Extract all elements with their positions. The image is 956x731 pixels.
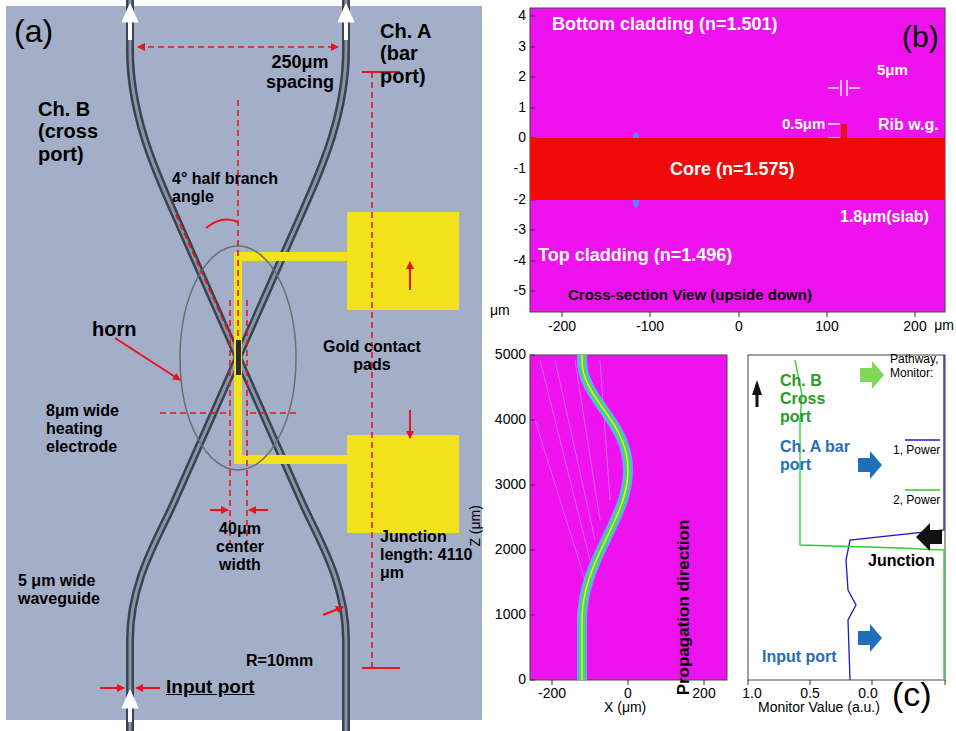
figure-label: -4 bbox=[514, 253, 526, 269]
figure-label: 100 bbox=[815, 319, 838, 335]
monitor-plot bbox=[748, 355, 945, 680]
callout-arrows bbox=[752, 361, 942, 652]
figure-label: Input port bbox=[166, 676, 255, 697]
figure-label: Ch. A bar port bbox=[780, 438, 856, 474]
figure-label: -100 bbox=[636, 319, 664, 335]
port-arrows bbox=[122, 4, 354, 722]
figure-label: 5 μm wide waveguide bbox=[18, 572, 138, 608]
figure-label: 8μm wide heating electrode bbox=[46, 402, 146, 456]
figure-label: Z (μm) bbox=[468, 505, 484, 547]
rib bbox=[841, 124, 847, 138]
figure-label: -200 bbox=[548, 319, 576, 335]
figure-label: -2 bbox=[514, 192, 526, 208]
figure-label: Propagation direction bbox=[674, 520, 693, 696]
figure-label: 4° half branch angle bbox=[172, 170, 290, 206]
heater bbox=[234, 212, 459, 533]
layer-label: Core (n=1.575) bbox=[670, 159, 795, 180]
figure-label: 1.8μm(slab) bbox=[840, 208, 929, 226]
figure-label: 5000 bbox=[495, 347, 526, 363]
figure-label: 1, Power bbox=[893, 444, 940, 457]
figure-label: Junction length: 4110 μm bbox=[380, 528, 476, 582]
figure-label: Bottom cladding (n=1.501) bbox=[552, 14, 778, 34]
figure-label: Ch. B (cross port) bbox=[38, 98, 110, 165]
figure-label: (a) bbox=[14, 14, 53, 50]
figure-label: Pathway, bbox=[890, 353, 938, 366]
figure-label: 2 bbox=[518, 69, 526, 85]
figure-label: 1 bbox=[518, 100, 526, 116]
monitor-2 bbox=[795, 360, 944, 680]
figure-label: 4000 bbox=[495, 412, 526, 428]
figure-label: 1000 bbox=[495, 607, 526, 623]
figure-label: 5μm bbox=[877, 62, 908, 79]
waveguides bbox=[130, 0, 346, 731]
figure-label: 200 bbox=[903, 319, 926, 335]
figure-label: 0.5μm bbox=[782, 116, 825, 133]
figure-label: (b) bbox=[902, 20, 939, 54]
figure-label: 3000 bbox=[495, 477, 526, 493]
axis-ticks-c bbox=[530, 355, 945, 685]
field-plot bbox=[530, 355, 727, 680]
beam bbox=[535, 355, 628, 680]
figure-label: 0 bbox=[518, 672, 526, 688]
figure-label: 3 bbox=[518, 39, 526, 55]
figure-label: 2, Power bbox=[893, 494, 940, 507]
figure-label: 0 bbox=[518, 130, 526, 146]
figure-label: Junction bbox=[868, 552, 935, 570]
figure-label: 250μm spacing bbox=[250, 52, 350, 92]
figure-label: 2000 bbox=[495, 542, 526, 558]
figure-label: -5 bbox=[514, 283, 526, 299]
figure-label: 200 bbox=[692, 686, 715, 702]
horn-outline bbox=[180, 246, 296, 470]
figure-label: μm bbox=[490, 303, 510, 319]
figure-label: Monitor Value (a.u.) bbox=[758, 700, 880, 716]
figure-label: X (μm) bbox=[604, 700, 646, 716]
dimension-lines bbox=[138, 47, 372, 668]
figure-label: Input port bbox=[762, 648, 837, 666]
figure-label: Gold contact pads bbox=[318, 338, 426, 374]
figure-label: Ch. B Cross port bbox=[780, 372, 856, 426]
cross-section-plot bbox=[530, 8, 945, 312]
figure-label: -200 bbox=[538, 686, 566, 702]
dimension-ticks bbox=[100, 72, 410, 688]
figure-label: 4 bbox=[518, 8, 526, 24]
figure-label: -1 bbox=[514, 161, 526, 177]
figure-label: μm bbox=[934, 318, 954, 334]
figure-label: 0 bbox=[735, 319, 743, 335]
core-band: Core (n=1.575) bbox=[530, 138, 945, 200]
figure-label: (c) bbox=[892, 675, 932, 713]
figure-label: Rib w.g. bbox=[878, 116, 939, 134]
monitor-1 bbox=[846, 355, 944, 680]
figure-label: 40μm center width bbox=[200, 520, 280, 574]
figure-label: Cross-section View (upside down) bbox=[568, 287, 812, 304]
figure-label: Top cladding (n=1.496) bbox=[538, 245, 732, 265]
figure-label: horn bbox=[92, 318, 136, 340]
figure-label: -3 bbox=[514, 222, 526, 238]
figure-label: Monitor: bbox=[890, 367, 933, 380]
figure-label: R=10mm bbox=[246, 652, 313, 670]
figure-label: Ch. A (bar port) bbox=[380, 20, 446, 87]
